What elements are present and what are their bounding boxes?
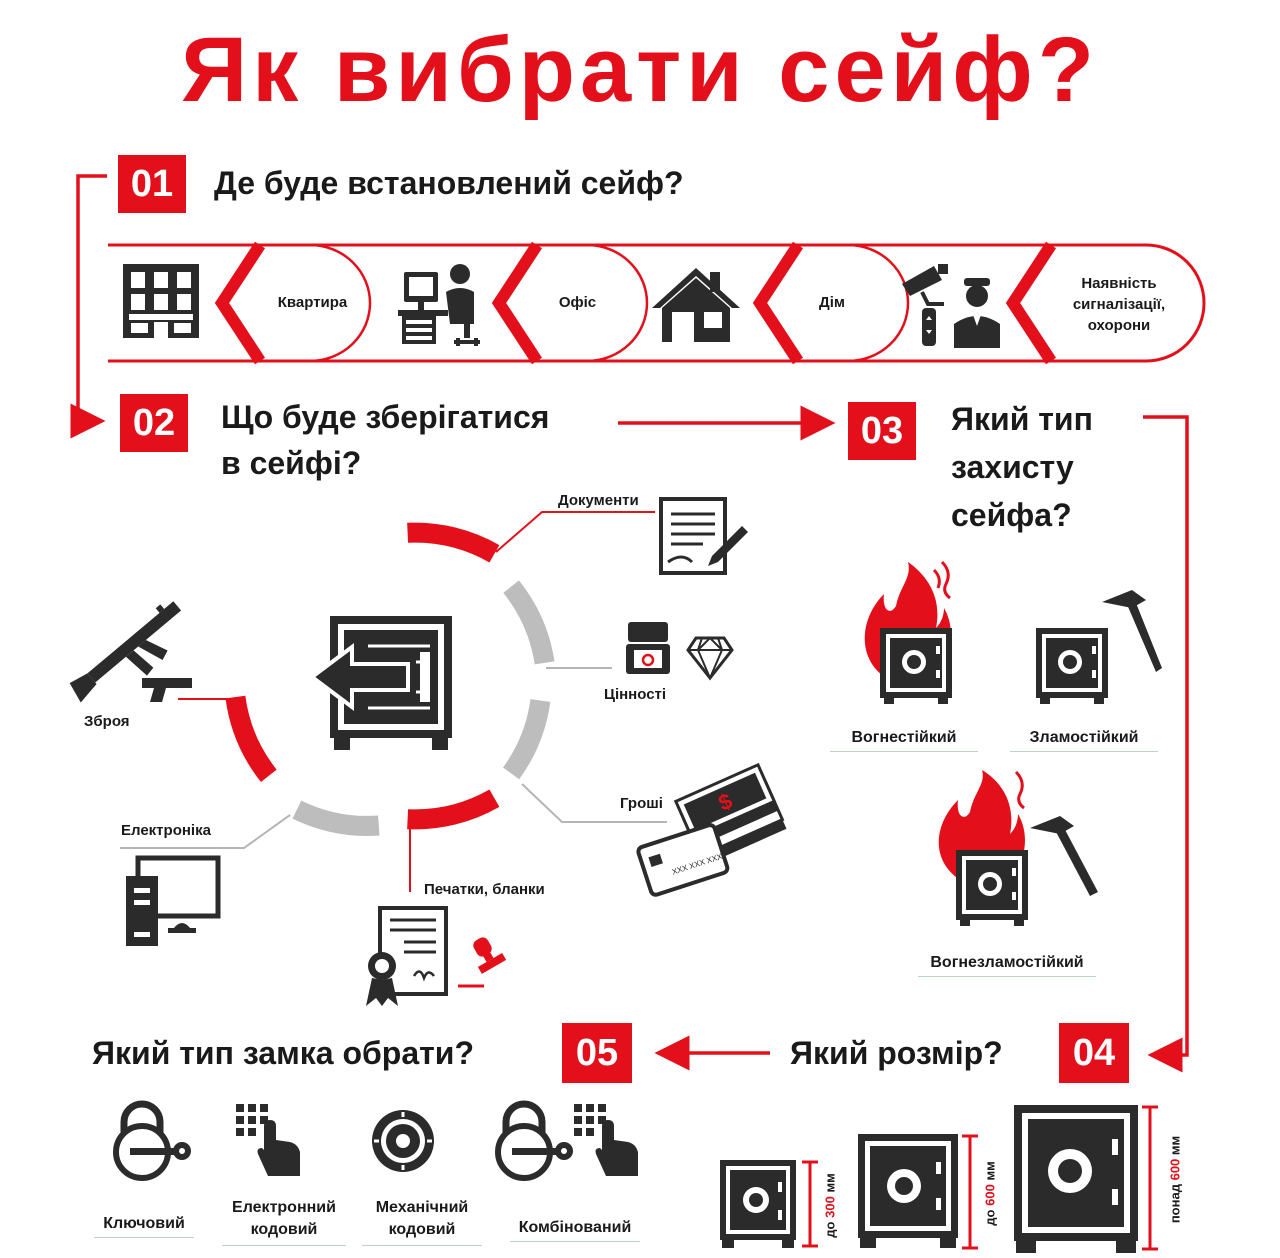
lock-combined-label: Комбінований — [510, 1219, 640, 1242]
step-2-question-line1: Що буде зберігатися — [221, 399, 550, 435]
storage-valuables-label: Цінності — [604, 686, 667, 703]
size-small-label: до 300 мм — [823, 1156, 838, 1256]
fire-burglary-safe-icon — [938, 770, 1098, 926]
step-5-number: 05 — [562, 1023, 632, 1083]
money-cards-icon: $ XXX XXX XXX — [636, 762, 787, 897]
safe-deposit-icon — [308, 616, 452, 750]
computer-icon — [126, 855, 221, 946]
storage-weapons-label: Зброя — [84, 713, 130, 730]
size-small-prefix: до — [822, 1221, 838, 1238]
size-large-label: понад 600 мм — [1168, 1115, 1183, 1245]
size-medium-unit: мм — [982, 1161, 998, 1181]
lock-electronic-line1: Електронний — [232, 1199, 336, 1216]
step-1-question: Де буде встановлений сейф? — [214, 165, 684, 201]
office-worker-icon — [398, 264, 480, 346]
keypad-finger-icon — [236, 1104, 300, 1176]
padlock-key-icon — [113, 1100, 191, 1181]
step-2-number: 02 — [120, 394, 188, 452]
location-apartment-label: Квартира — [277, 294, 348, 311]
step-2-question-line2: в сейфі? — [221, 445, 362, 481]
storage-documents-label: Документи — [558, 492, 639, 509]
lock-key-label: Ключовий — [94, 1215, 194, 1238]
protection-burglary-label: Зламостійкий — [1010, 729, 1158, 752]
size-medium-label: до 600 мм — [983, 1144, 998, 1244]
padlock-keypad-icon — [495, 1100, 638, 1181]
combination-dial-icon — [372, 1110, 434, 1172]
size-small-measure-icon — [802, 1160, 818, 1248]
lock-mechanical-line1: Механічний — [375, 1199, 469, 1216]
size-medium-value: 600 — [982, 1184, 998, 1206]
location-office-label: Офіс — [558, 294, 597, 311]
certificate-stamp-icon — [366, 906, 507, 1006]
size-medium-safe-icon — [858, 1134, 958, 1248]
storage-electronics-label: Електроніка — [121, 822, 211, 839]
document-pen-icon — [659, 497, 748, 575]
storage-money-label: Гроші — [620, 795, 663, 812]
size-small-safe-icon — [720, 1160, 796, 1248]
protection-combined-label: Вогнезламостійкий — [918, 954, 1096, 977]
ring-box-icon — [626, 622, 670, 674]
size-small-value: 300 — [822, 1196, 838, 1218]
storage-stamps-label: Печатки, бланки — [424, 881, 545, 898]
step-3-question-line3: сейфа? — [951, 497, 1072, 533]
fireproof-safe-icon — [864, 560, 952, 704]
house-icon — [652, 268, 740, 342]
apartment-building-icon — [123, 264, 199, 338]
protection-fire-label: Вогнестійкий — [830, 729, 978, 752]
location-security-label: Наявність сигналізації, охорони — [1072, 275, 1166, 334]
step-3-question-line2: захисту — [951, 449, 1074, 485]
step-3-number: 03 — [848, 402, 916, 460]
step-5-question: Який тип замка обрати? — [92, 1035, 475, 1071]
size-large-unit: мм — [1167, 1135, 1183, 1156]
lock-mechanical-label: Механічний кодовий — [362, 1197, 482, 1246]
step-1-number: 01 — [118, 155, 186, 213]
lock-electronic-label: Електронний кодовий — [222, 1197, 346, 1246]
size-medium-measure-icon — [962, 1134, 978, 1250]
size-large-measure-icon — [1142, 1105, 1158, 1251]
size-large-value: 600 — [1167, 1158, 1183, 1181]
page-title: Як вибрати сейф? — [181, 19, 1099, 121]
burglary-safe-icon — [1036, 590, 1162, 704]
size-medium-prefix: до — [982, 1209, 998, 1226]
step-3-question-line1: Який тип — [951, 401, 1093, 437]
diamond-icon — [686, 636, 734, 681]
size-large-prefix: понад — [1167, 1184, 1183, 1224]
location-ribbon — [108, 241, 1206, 365]
size-small-unit: мм — [822, 1173, 838, 1193]
size-large-safe-icon — [1014, 1105, 1138, 1253]
step-4-question: Який розмір? — [790, 1035, 1003, 1071]
step-4-number: 04 — [1059, 1023, 1129, 1083]
weapons-icon — [69, 601, 192, 703]
security-camera-guard-icon — [902, 264, 1000, 348]
location-house-label: Дім — [819, 294, 845, 311]
lock-mechanical-line2: кодовий — [388, 1221, 456, 1238]
lock-electronic-line2: кодовий — [250, 1221, 318, 1238]
